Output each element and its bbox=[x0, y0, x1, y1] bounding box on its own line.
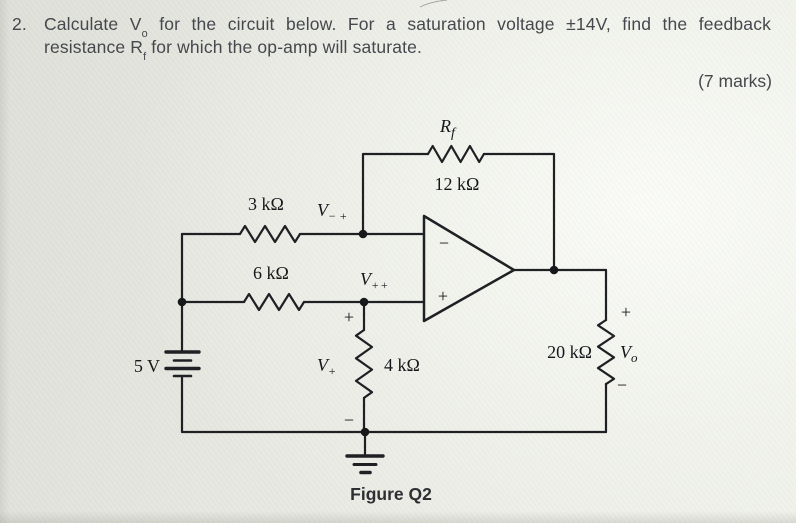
vo-label: Vo bbox=[620, 342, 638, 365]
rf-label: Rf bbox=[439, 116, 457, 141]
question-text: Calculate Vo for the circuit below. For … bbox=[44, 13, 771, 63]
v4k-label: V+ bbox=[317, 355, 336, 378]
junction-dots bbox=[177, 229, 559, 437]
feedback-resistor bbox=[426, 144, 485, 164]
out-plus-sign: + bbox=[621, 302, 631, 322]
question-number: 2. bbox=[12, 14, 27, 34]
opamp-noninverting-sign: + bbox=[438, 286, 448, 306]
v-minus-label: V− + bbox=[317, 200, 347, 223]
resistor-6k bbox=[242, 292, 306, 312]
r4k-plus-sign: + bbox=[344, 307, 354, 327]
battery-symbol bbox=[164, 350, 201, 378]
source-value: 5 V bbox=[134, 356, 160, 376]
wires bbox=[180, 152, 608, 457]
r4k-minus-sign: − bbox=[344, 410, 354, 430]
r2-value: 6 kΩ bbox=[253, 263, 289, 283]
r4k-value: 4 kΩ bbox=[384, 355, 420, 375]
question-line-2: resistance Rf for which the op-amp will … bbox=[44, 37, 423, 63]
resistor-4k bbox=[354, 328, 374, 399]
opamp-triangle bbox=[422, 214, 516, 323]
ground-symbol bbox=[345, 454, 385, 475]
v-plus-label: V++ bbox=[360, 269, 389, 292]
marks-label: (7 marks) bbox=[698, 71, 772, 91]
figure-caption: Figure Q2 bbox=[350, 484, 432, 504]
rf-value: 12 kΩ bbox=[435, 174, 480, 194]
resistor-20k bbox=[596, 318, 616, 386]
r1-value: 3 kΩ bbox=[248, 194, 284, 214]
question-block: 2. Calculate Vo for the circuit below. F… bbox=[12, 13, 771, 63]
resistor-3k bbox=[238, 224, 302, 244]
rload-value: 20 kΩ bbox=[547, 342, 592, 362]
out-minus-sign: − bbox=[617, 375, 627, 395]
question-line-1: Calculate Vo for the circuit below. For … bbox=[44, 14, 771, 40]
scratch-artifact bbox=[419, 0, 448, 8]
opamp-inverting-sign: − bbox=[439, 233, 449, 253]
